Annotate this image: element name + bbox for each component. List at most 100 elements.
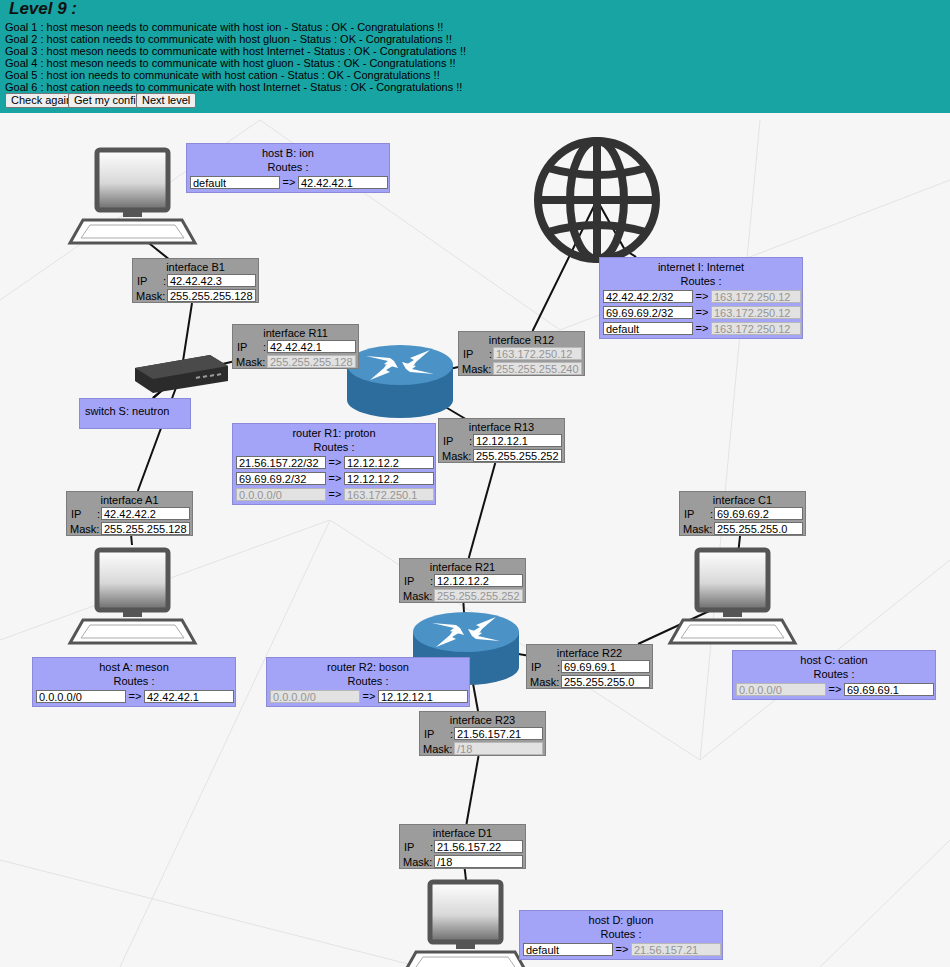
field-value: default (193, 177, 226, 189)
input-field: 163.172.250.1 (344, 488, 434, 501)
input-field: 0.0.0.0/0 (236, 488, 326, 501)
interface-text: : (430, 575, 433, 587)
field-value: 255.255.255.0 (564, 676, 634, 688)
input-field: 21.56.157.22 (434, 840, 523, 853)
input-field: 12.12.12.1 (378, 690, 468, 703)
goal-banner: Goal 1 : host meson needs to communicate… (0, 0, 950, 113)
interface-text: Mask: (423, 743, 452, 755)
input-field: default (190, 176, 280, 189)
field-value: 12.12.12.2 (347, 457, 399, 469)
interface-text: interface R23 (420, 714, 545, 726)
background-mesh (0, 120, 950, 967)
interface-text: interface R11 (233, 327, 358, 339)
field-value: 255.255.255.128 (270, 356, 353, 368)
internet-globe (548, 168, 646, 175)
input-field: 42.42.42.1 (144, 690, 234, 703)
interface-box: interface R21IP:Mask:12.12.12.2255.255.2… (399, 558, 526, 603)
interface-text: IP (237, 341, 247, 353)
field-value: 163.172.250.12 (496, 348, 572, 360)
level-title: Level 9 : (9, 0, 77, 18)
button: Next level (136, 93, 196, 108)
goal-text: Goal 3 : host meson needs to communicate… (5, 45, 466, 57)
interface-text: : (263, 341, 266, 353)
field-value: /18 (437, 856, 452, 868)
field-value: 0.0.0.0/0 (39, 691, 82, 703)
route-box-text: host D: gluon (520, 914, 722, 926)
input-field: 0.0.0.0/0 (36, 690, 126, 703)
route-box-text: Routes : (520, 928, 722, 940)
route-box-text: => (694, 322, 710, 334)
goal-text: Goal 5 : host ion needs to communicate w… (5, 69, 440, 81)
interface-box: interface D1IP:Mask:21.56.157.22/18 (399, 824, 526, 869)
field-value: 42.42.42.1 (270, 341, 322, 353)
route-box-text: => (327, 456, 343, 468)
field-value: 69.69.69.1 (564, 661, 616, 673)
input-field: 42.42.42.1 (267, 340, 356, 353)
host-computer (670, 550, 795, 643)
field-value: 163.172.250.12 (714, 323, 790, 335)
interface-box: interface R13IP:Mask:12.12.12.1255.255.2… (438, 418, 565, 463)
route-box-text: Routes : (33, 675, 235, 687)
routes-box: router R1: protonRoutes :=>=>=>21.56.157… (232, 423, 436, 505)
input-field: 163.172.250.12 (711, 290, 801, 303)
interface-text: interface B1 (133, 261, 258, 273)
switch-label: switch S: neutron (85, 405, 169, 417)
host-computer (70, 550, 195, 643)
interface-text: : (163, 275, 166, 287)
route-box-text: host B: ion (187, 147, 389, 159)
input-field: 21.56.157.21 (454, 727, 543, 740)
route-box-text: => (827, 683, 843, 695)
field-value: 0.0.0.0/0 (239, 489, 282, 501)
router-icon (347, 345, 453, 418)
host-computer (403, 882, 528, 967)
interface-box: interface R12IP:Mask:163.172.250.12255.2… (458, 331, 585, 376)
input-field: 255.255.255.240 (493, 362, 582, 375)
input-field: 255.255.255.128 (267, 355, 356, 368)
routes-box: host C: cationRoutes :=>0.0.0.0/069.69.6… (732, 650, 936, 700)
field-value: 163.172.250.12 (714, 291, 790, 303)
interface-text: : (557, 661, 560, 673)
internet-globe (538, 141, 656, 259)
goal-text: Goal 1 : host meson needs to communicate… (5, 21, 443, 33)
interface-text: : (489, 348, 492, 360)
field-value: 12.12.12.1 (476, 435, 528, 447)
input-field: 255.255.255.128 (167, 289, 256, 302)
input-field: 255.255.255.252 (473, 449, 562, 462)
input-field: 69.69.69.2 (714, 507, 803, 520)
interface-text: Mask: (236, 356, 265, 368)
interface-text: : (450, 728, 453, 740)
button-label: Next level (142, 94, 190, 106)
input-field: 42.42.42.3 (167, 274, 256, 287)
input-field: 69.69.69.2/32 (603, 306, 693, 319)
field-value: 42.42.42.1 (301, 177, 353, 189)
field-value: 0.0.0.0/0 (273, 691, 316, 703)
field-value: 69.69.69.2 (717, 508, 769, 520)
interface-text: interface R12 (459, 334, 584, 346)
interface-text: Mask: (403, 856, 432, 868)
route-box-text: => (614, 943, 630, 955)
input-field: 163.172.250.12 (493, 347, 582, 360)
internet-globe (538, 141, 656, 259)
field-value: 42.42.42.2/32 (606, 291, 673, 303)
switch-icon (135, 355, 228, 393)
route-box-text: => (694, 306, 710, 318)
input-field: default (603, 322, 693, 335)
switch-icon (135, 355, 228, 379)
interface-text: Mask: (530, 676, 559, 688)
interface-text: interface R21 (400, 561, 525, 573)
input-field: 163.172.250.12 (711, 306, 801, 319)
input-field: 12.12.12.2 (344, 456, 434, 469)
input-field: 42.42.42.2 (101, 507, 190, 520)
interface-text: : (430, 841, 433, 853)
interface-box: interface B1IP:Mask:42.42.42.3255.255.25… (132, 258, 259, 303)
route-box-text: Routes : (600, 275, 802, 287)
interface-text: Mask: (462, 363, 491, 375)
route-box-text: Routes : (233, 441, 435, 453)
input-field: 21.56.157.22/32 (236, 456, 326, 469)
interface-text: Mask: (683, 523, 712, 535)
field-value: default (526, 944, 559, 956)
button-label: Check again (11, 94, 72, 106)
route-box-text: => (361, 690, 377, 702)
input-field: 42.42.42.1 (298, 176, 388, 189)
field-value: 255.255.255.240 (496, 363, 579, 375)
